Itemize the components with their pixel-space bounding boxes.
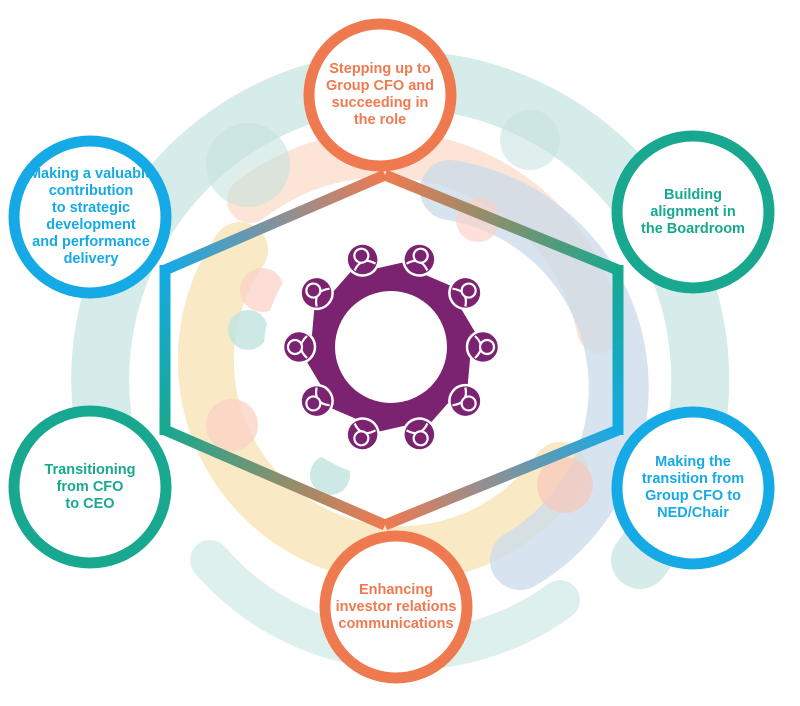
seated-person-icon [448, 383, 483, 419]
bg-dot [500, 110, 560, 170]
connector-bottom-right [382, 424, 621, 531]
node-label-group-cfo: Stepping up to Group CFO and succeeding … [326, 61, 434, 128]
seated-person-icon [345, 417, 380, 452]
node-rings [8, 18, 775, 684]
node-ring-boardroom [611, 130, 775, 294]
node-ring-investor-relations [319, 530, 473, 684]
node-label-ned-chair: Making the transition from Group CFO to … [641, 454, 745, 521]
bg-dot [537, 457, 593, 513]
boardroom-table-people-icon [281, 242, 501, 452]
bg-ring-yellow [177, 222, 588, 583]
bg-dot [240, 268, 284, 312]
seated-person-icon [448, 275, 483, 311]
seated-person-icon [299, 275, 334, 311]
bg-dot [228, 310, 268, 350]
node-label-strategic-contribution: Making a valuable contribution to strate… [28, 166, 154, 267]
node-ring-ned-chair [611, 406, 775, 570]
bg-dot [206, 123, 290, 207]
node-label-investor-relations: Enhancing investor relations communicati… [335, 581, 457, 632]
node-label-cfo-to-ceo: Transitioning from CFO to CEO [44, 461, 136, 512]
seated-person-icon [402, 417, 437, 452]
seated-person-icon [299, 383, 334, 419]
node-ring-cfo-to-ceo [8, 405, 172, 569]
connector-top-left [162, 169, 388, 276]
seated-person-icon [465, 329, 501, 365]
hexagon-connectors [159, 169, 624, 531]
seated-person-icon [402, 242, 437, 277]
node-label-boardroom: Building alignment in the Boardroom [641, 186, 745, 237]
connector-bottom-left [162, 424, 388, 531]
boardroom-table-center [335, 291, 447, 403]
node-ring-group-cfo [303, 18, 457, 172]
seated-person-icon [345, 242, 380, 277]
seated-person-icon [281, 329, 317, 365]
bg-dot [206, 399, 258, 451]
connector-top-right [382, 169, 621, 276]
node-ring-strategic-contribution [8, 135, 172, 299]
